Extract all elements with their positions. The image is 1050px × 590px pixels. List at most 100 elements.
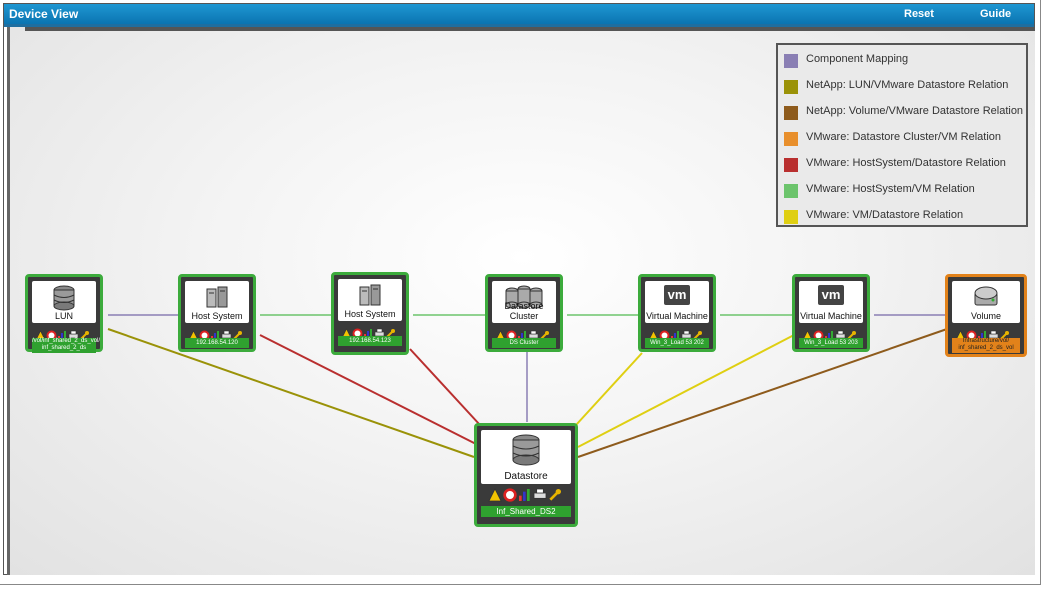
warning-icon[interactable] bbox=[188, 327, 199, 341]
canvas-shadow bbox=[25, 27, 1035, 31]
node-status-icons bbox=[341, 325, 402, 339]
bar-chart-icon[interactable] bbox=[58, 327, 67, 340]
node-name: Win_3_Load 53 203 bbox=[799, 338, 863, 348]
bar-chart-icon[interactable] bbox=[978, 327, 987, 340]
warning-icon[interactable] bbox=[341, 325, 352, 339]
legend-label: VMware: VM/Datastore Relation bbox=[806, 209, 964, 221]
topology-canvas[interactable]: Component Mapping NetApp: LUN/VMware Dat… bbox=[7, 27, 1035, 575]
legend-label: VMware: HostSystem/Datastore Relation bbox=[806, 157, 1006, 169]
wrench-icon[interactable] bbox=[693, 327, 702, 340]
link-vm1-datastore bbox=[575, 352, 643, 426]
node-type-label: LUN bbox=[54, 311, 73, 321]
bar-chart-icon[interactable] bbox=[519, 488, 531, 501]
node-status-icons bbox=[648, 327, 709, 341]
node-name: /vol/inf_shared_2_ds_vol/ inf_shared_2_d… bbox=[32, 338, 101, 353]
node-status-icons bbox=[495, 327, 556, 341]
server-icon bbox=[206, 286, 228, 308]
node-type-label: Datastore bbox=[504, 471, 548, 482]
node-name: DS Cluster bbox=[492, 338, 556, 348]
legend: Component Mapping NetApp: LUN/VMware Dat… bbox=[776, 43, 1028, 227]
node-name: Win_3_Load 53 202 bbox=[645, 338, 709, 348]
printer-icon[interactable] bbox=[68, 327, 79, 339]
warning-icon[interactable] bbox=[955, 327, 966, 341]
legend-swatch bbox=[784, 132, 798, 146]
node-volume[interactable]: Volume Infrastructure/vol/ inf_shared_2_… bbox=[945, 274, 1027, 357]
printer-icon[interactable] bbox=[681, 327, 692, 339]
node-host-system-2[interactable]: Host System 192.168.54.123 bbox=[331, 272, 409, 355]
wrench-icon[interactable] bbox=[1000, 327, 1009, 340]
bar-chart-icon[interactable] bbox=[825, 327, 834, 340]
printer-icon[interactable] bbox=[221, 327, 232, 339]
node-name: 192.168.54.123 bbox=[338, 336, 402, 346]
lifebuoy-icon[interactable] bbox=[352, 325, 363, 339]
guide-button[interactable]: Guide bbox=[980, 8, 1012, 20]
bar-chart-icon[interactable] bbox=[211, 327, 220, 340]
legend-label: NetApp: Volume/VMware Datastore Relation bbox=[806, 105, 1024, 117]
node-host-system-1[interactable]: Host System 192.168.54.120 bbox=[178, 274, 256, 352]
node-icon-area: Host System bbox=[185, 281, 249, 323]
database-cluster-icon bbox=[505, 285, 543, 309]
wrench-icon[interactable] bbox=[80, 327, 89, 340]
lifebuoy-icon[interactable] bbox=[199, 327, 210, 341]
link-host2-datastore bbox=[409, 348, 481, 426]
reset-button[interactable]: Reset bbox=[904, 8, 934, 20]
warning-icon[interactable] bbox=[495, 327, 506, 341]
lifebuoy-icon[interactable] bbox=[46, 327, 57, 341]
link-volume-datastore bbox=[577, 328, 948, 458]
legend-label: VMware: HostSystem/VM Relation bbox=[806, 183, 975, 195]
node-lun[interactable]: LUN /vol/inf_shared_2_ds_vol/ inf_shared… bbox=[25, 274, 103, 353]
node-status-icons bbox=[188, 327, 249, 341]
node-status-icons bbox=[35, 327, 96, 341]
legend-label: VMware: Datastore Cluster/VM Relation bbox=[806, 131, 1002, 143]
wrench-icon[interactable] bbox=[847, 327, 856, 340]
node-icon-area: Datastore Cluster bbox=[492, 281, 556, 323]
relation-links bbox=[107, 314, 948, 458]
outer-border-right bbox=[1040, 0, 1041, 584]
bar-chart-icon[interactable] bbox=[518, 327, 527, 340]
legend-label: Component Mapping bbox=[806, 53, 909, 65]
panel-title: Device View bbox=[9, 7, 79, 21]
legend-swatch bbox=[784, 210, 798, 224]
node-name: Inf_Shared_DS2 bbox=[481, 506, 571, 517]
database-icon bbox=[53, 285, 75, 311]
printer-icon[interactable] bbox=[533, 488, 547, 500]
warning-icon[interactable] bbox=[35, 327, 46, 341]
bar-chart-icon[interactable] bbox=[364, 325, 373, 338]
outer-border-bottom bbox=[0, 584, 1041, 585]
legend-swatch bbox=[784, 158, 798, 172]
node-virtual-machine-2[interactable]: vm Virtual Machine Win_3_Load 53 203 bbox=[792, 274, 870, 352]
printer-icon[interactable] bbox=[835, 327, 846, 339]
vm-icon: vm bbox=[818, 285, 844, 305]
node-icon-area: LUN bbox=[32, 281, 96, 323]
database-icon bbox=[512, 434, 540, 466]
wrench-icon[interactable] bbox=[540, 327, 549, 340]
node-icon-area: vm Virtual Machine bbox=[799, 281, 863, 323]
node-datastore-cluster[interactable]: Datastore Cluster DS Cluster bbox=[485, 274, 563, 352]
node-type-label: Host System bbox=[344, 309, 396, 319]
legend-swatch bbox=[784, 54, 798, 68]
legend-swatch bbox=[784, 106, 798, 120]
node-type-label: Virtual Machine bbox=[646, 311, 708, 321]
node-datastore[interactable]: Datastore Inf_Shared_DS2 bbox=[474, 423, 578, 527]
wrench-icon[interactable] bbox=[233, 327, 242, 340]
node-icon-area: Datastore bbox=[481, 430, 571, 484]
bar-chart-icon[interactable] bbox=[671, 327, 680, 340]
legend-label: NetApp: LUN/VMware Datastore Relation bbox=[806, 79, 1009, 91]
lifebuoy-icon[interactable] bbox=[503, 488, 517, 502]
lifebuoy-icon[interactable] bbox=[659, 327, 670, 341]
warning-icon[interactable] bbox=[802, 327, 813, 341]
lifebuoy-icon[interactable] bbox=[813, 327, 824, 341]
legend-swatch bbox=[784, 184, 798, 198]
node-type-label: Virtual Machine bbox=[800, 311, 862, 321]
wrench-icon[interactable] bbox=[549, 488, 561, 501]
drive-icon bbox=[974, 286, 998, 306]
wrench-icon[interactable] bbox=[386, 325, 395, 338]
printer-icon[interactable] bbox=[374, 325, 385, 337]
printer-icon[interactable] bbox=[528, 327, 539, 339]
printer-icon[interactable] bbox=[988, 327, 999, 339]
warning-icon[interactable] bbox=[648, 327, 659, 341]
warning-icon[interactable] bbox=[488, 488, 502, 502]
lifebuoy-icon[interactable] bbox=[966, 327, 977, 341]
node-virtual-machine-1[interactable]: vm Virtual Machine Win_3_Load 53 202 bbox=[638, 274, 716, 352]
lifebuoy-icon[interactable] bbox=[506, 327, 517, 341]
